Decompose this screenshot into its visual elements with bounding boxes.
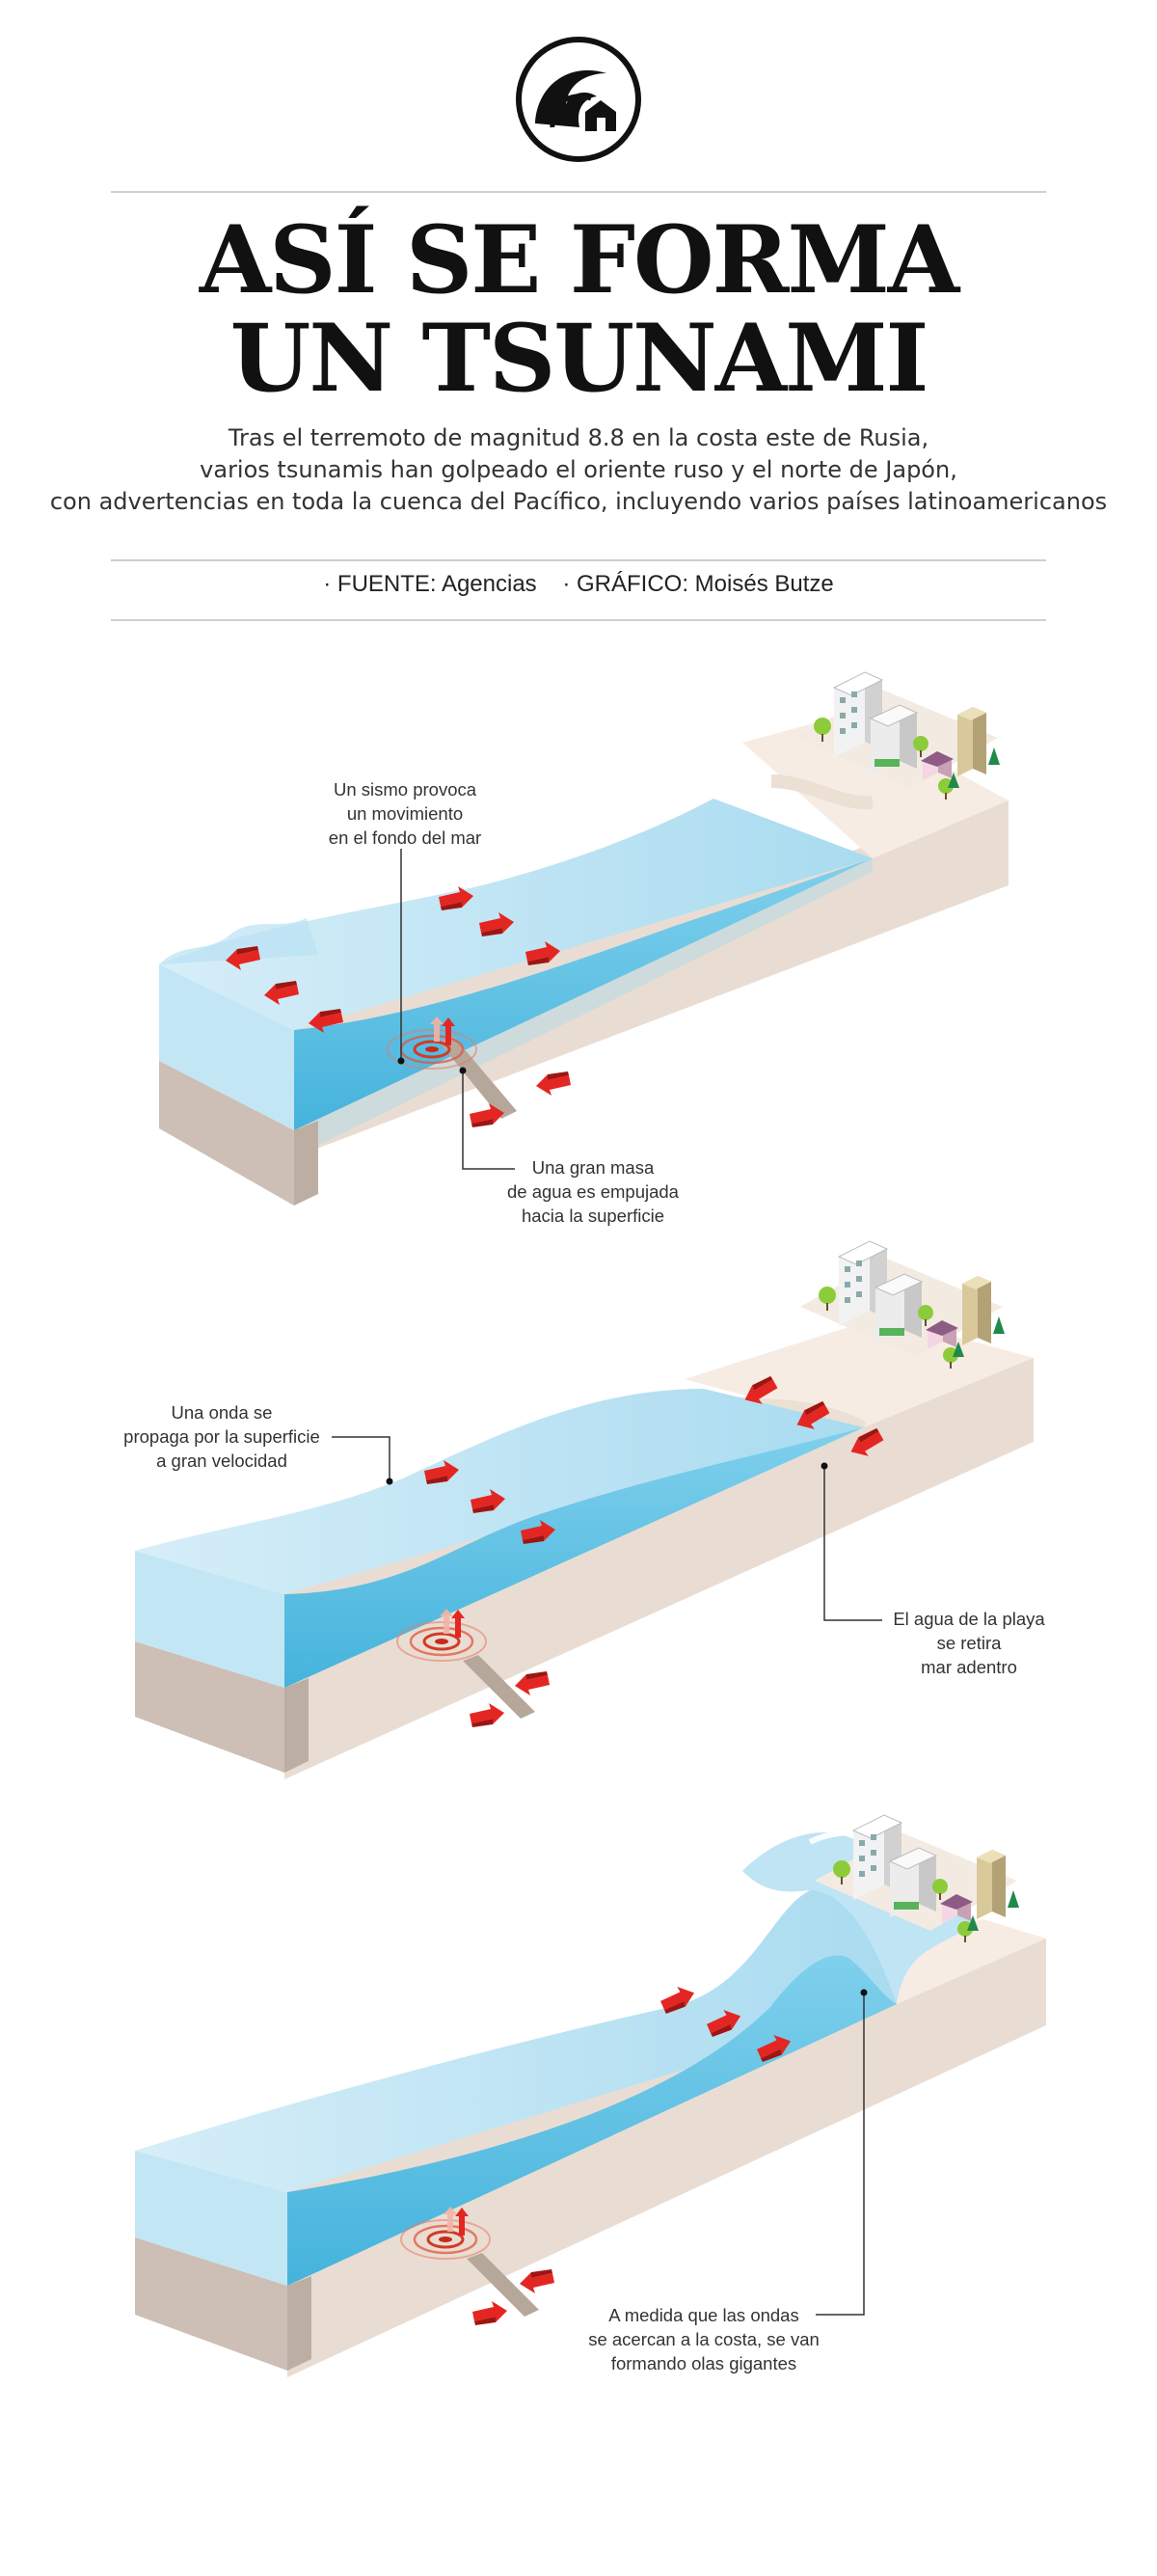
- stage-1-diagram: [159, 671, 1009, 1206]
- subtitle-line-1: Tras el terremoto de magnitud 8.8 en la …: [228, 424, 929, 451]
- leader-retira: [823, 1466, 882, 1621]
- seabed-front: [135, 2237, 287, 2371]
- subtitle: Tras el terremoto de magnitud 8.8 en la …: [0, 422, 1157, 518]
- leader-masa: [462, 1071, 515, 1170]
- wave-house-icon: [516, 37, 641, 162]
- annotation-sismo: Un sismo provoca un movimiento en el fon…: [328, 779, 482, 848]
- water-left-face: [135, 1551, 284, 1688]
- seabed-front: [135, 1641, 284, 1773]
- header-divider-top: [111, 191, 1046, 193]
- credits-divider-top: [111, 559, 1046, 561]
- page-title-line-2: UN TSUNAMI: [229, 304, 929, 413]
- subtitle-line-2: varios tsunamis han golpeado el oriente …: [200, 456, 957, 483]
- seabed-side: [284, 1358, 1034, 1779]
- plate-arrow-left: [536, 1071, 571, 1096]
- leader-onda: [332, 1436, 390, 1479]
- water-surface: [135, 1389, 864, 1594]
- fault-line: [463, 1655, 535, 1719]
- water-front-face: [287, 1955, 897, 2286]
- stage-3-diagram: [135, 1814, 1046, 2377]
- graphic-credit: · GRÁFICO: Moisés Butze: [562, 571, 834, 597]
- stage-1-panel: Un sismo provoca un movimiento en el fon…: [0, 637, 1157, 1226]
- leader-olas: [816, 1993, 865, 2316]
- annotation-olas: A medida que las ondas se acercan a la c…: [588, 2305, 820, 2373]
- fault-line: [467, 2253, 539, 2317]
- credits: · FUENTE: Agencias · GRÁFICO: Moisés But…: [0, 571, 1157, 598]
- water-surface: [159, 799, 873, 1030]
- plate-arrow-right: [470, 1703, 504, 1727]
- annotation-retira: El agua de la playa se retira mar adentr…: [893, 1609, 1045, 1677]
- plate-arrow-left: [515, 1671, 550, 1695]
- annotation-masa: Una gran masa de agua es empujada hacia …: [507, 1157, 679, 1226]
- plate-arrow-right: [472, 2301, 507, 2325]
- beach-surface: [742, 714, 1009, 858]
- water-left-face: [159, 964, 294, 1130]
- water-left-face: [135, 2151, 287, 2286]
- subtitle-line-3: con advertencias en toda la cuenca del P…: [49, 488, 1108, 515]
- stage-3-panel: A medida que las ondas se acercan a la c…: [0, 1813, 1157, 2411]
- annotation-onda: Una onda se propaga por la superficie a …: [123, 1402, 320, 1471]
- plate-arrow-left: [520, 2269, 554, 2293]
- stage-2-panel: Una onda se propaga por la superficie a …: [0, 1225, 1157, 1823]
- stage-2-diagram: [135, 1240, 1034, 1779]
- water-surface: [135, 1885, 897, 2192]
- credits-divider-bottom: [111, 619, 1046, 621]
- source-credit: · FUENTE: Agencias: [323, 571, 537, 597]
- page-title-line-1: ASÍ SE FORMA: [199, 205, 959, 314]
- seabed-front: [159, 1061, 294, 1206]
